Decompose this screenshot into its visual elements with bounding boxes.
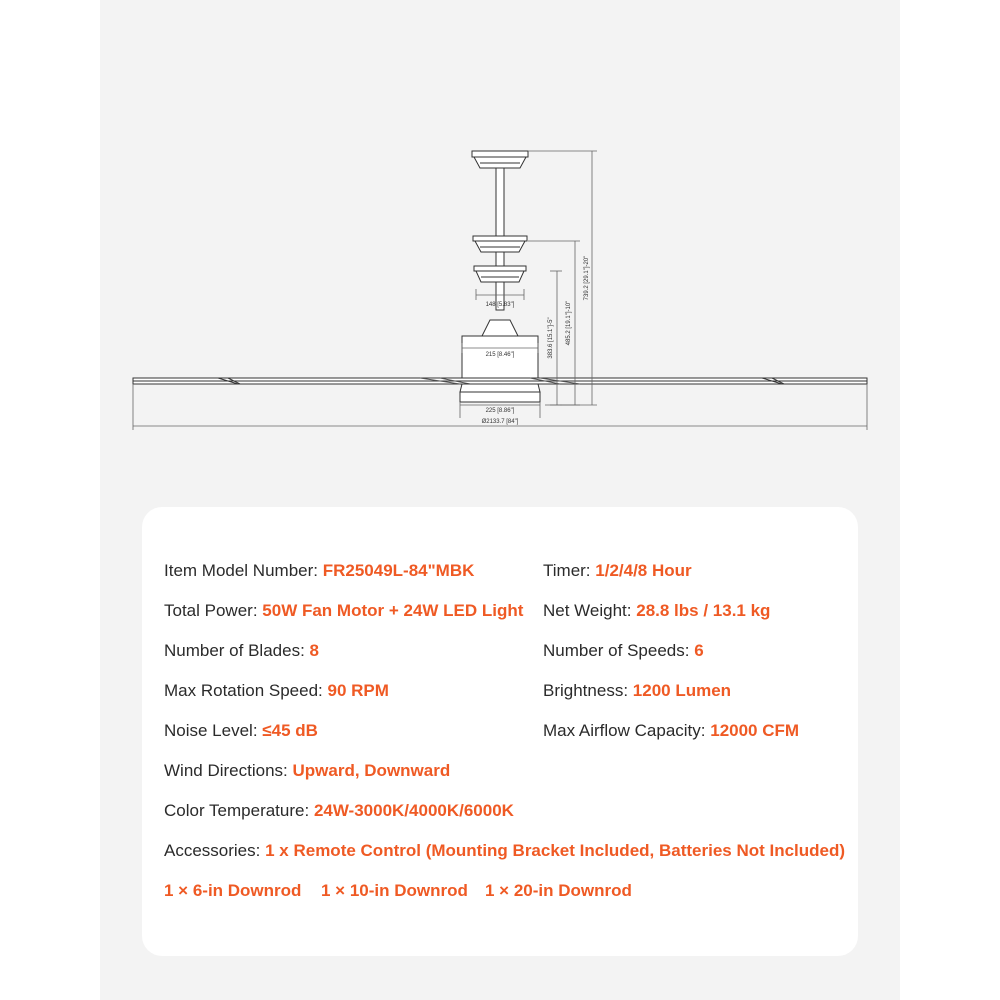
motor-neck [481,319,519,337]
spec-timer-label: Timer: [543,561,591,580]
fan-dimension-drawing: 148 [5.83"] 215 [8.46"] 225 [8.86"] Ø213… [132,150,868,430]
spec-accessories: Accessories: 1 x Remote Control (Mountin… [164,841,845,861]
downrod-10in: 1 × 10-in Downrod [321,881,468,900]
spec-brightness: Brightness: 1200 Lumen [543,681,731,701]
motor-housing [461,335,539,381]
spec-rotation-label: Max Rotation Speed: [164,681,323,700]
spec-power-label: Total Power: [164,601,258,620]
spec-timer: Timer: 1/2/4/8 Hour [543,561,692,581]
spec-color-temp: Color Temperature: 24W-3000K/4000K/6000K [164,801,514,821]
dim-span: Ø2133.7 [84"] [482,419,519,425]
dim-height-long: 739.2 [29.1"]-20" [584,256,590,301]
spec-power-value: 50W Fan Motor + 24W LED Light [262,601,524,620]
ceiling-canopy [471,150,529,169]
dim-215: 215 [8.46"] [486,352,515,358]
spec-wind: Wind Directions: Upward, Downward [164,761,450,781]
spec-color-temp-label: Color Temperature: [164,801,310,820]
spec-noise-value: ≤45 dB [262,721,318,740]
dim-148: 148 [5.83"] [486,302,515,308]
spec-noise: Noise Level: ≤45 dB [164,721,318,741]
spec-speeds-value: 6 [694,641,704,660]
spec-brightness-value: 1200 Lumen [632,681,732,700]
coupler-canopy [472,235,528,267]
spec-power: Total Power: 50W Fan Motor + 24W LED Lig… [164,601,523,621]
spec-weight: Net Weight: 28.8 lbs / 13.1 kg [543,601,770,621]
spec-rotation: Max Rotation Speed: 90 RPM [164,681,389,701]
dim-height-short: 383.6 [15.1"]-5" [548,317,554,358]
specifications-card [142,507,858,956]
spec-weight-label: Net Weight: [543,601,632,620]
spec-accessories-label: Accessories: [164,841,261,860]
spec-noise-label: Noise Level: [164,721,258,740]
spec-speeds: Number of Speeds: 6 [543,641,704,661]
spec-blades: Number of Blades: 8 [164,641,319,661]
spec-wind-value: Upward, Downward [292,761,451,780]
spec-wind-label: Wind Directions: [164,761,288,780]
spec-weight-value: 28.8 lbs / 13.1 kg [636,601,771,620]
downrod [495,167,505,237]
downrod-20in: 1 × 20-in Downrod [485,881,632,900]
spec-rotation-value: 90 RPM [327,681,389,700]
fan-blades [132,377,868,385]
spec-airflow-value: 12000 CFM [710,721,800,740]
spec-airflow-label: Max Airflow Capacity: [543,721,706,740]
dim-height-mid: 485.2 [19.1"]-10" [566,301,572,346]
spec-blades-label: Number of Blades: [164,641,305,660]
spec-color-temp-value: 24W-3000K/4000K/6000K [313,801,514,820]
spec-blades-value: 8 [309,641,319,660]
downrod-6in: 1 × 6-in Downrod [164,881,302,900]
lower-canopy [473,265,527,311]
spec-model-label: Item Model Number: [164,561,318,580]
spec-airflow: Max Airflow Capacity: 12000 CFM [543,721,799,741]
light-kit [459,383,541,403]
spec-brightness-label: Brightness: [543,681,629,700]
dim-225: 225 [8.86"] [486,408,515,414]
spec-speeds-label: Number of Speeds: [543,641,690,660]
spec-timer-value: 1/2/4/8 Hour [595,561,692,580]
spec-model: Item Model Number: FR25049L-84"MBK [164,561,474,581]
spec-model-value: FR25049L-84"MBK [322,561,475,580]
spec-accessories-value: 1 x Remote Control (Mounting Bracket Inc… [265,841,846,860]
